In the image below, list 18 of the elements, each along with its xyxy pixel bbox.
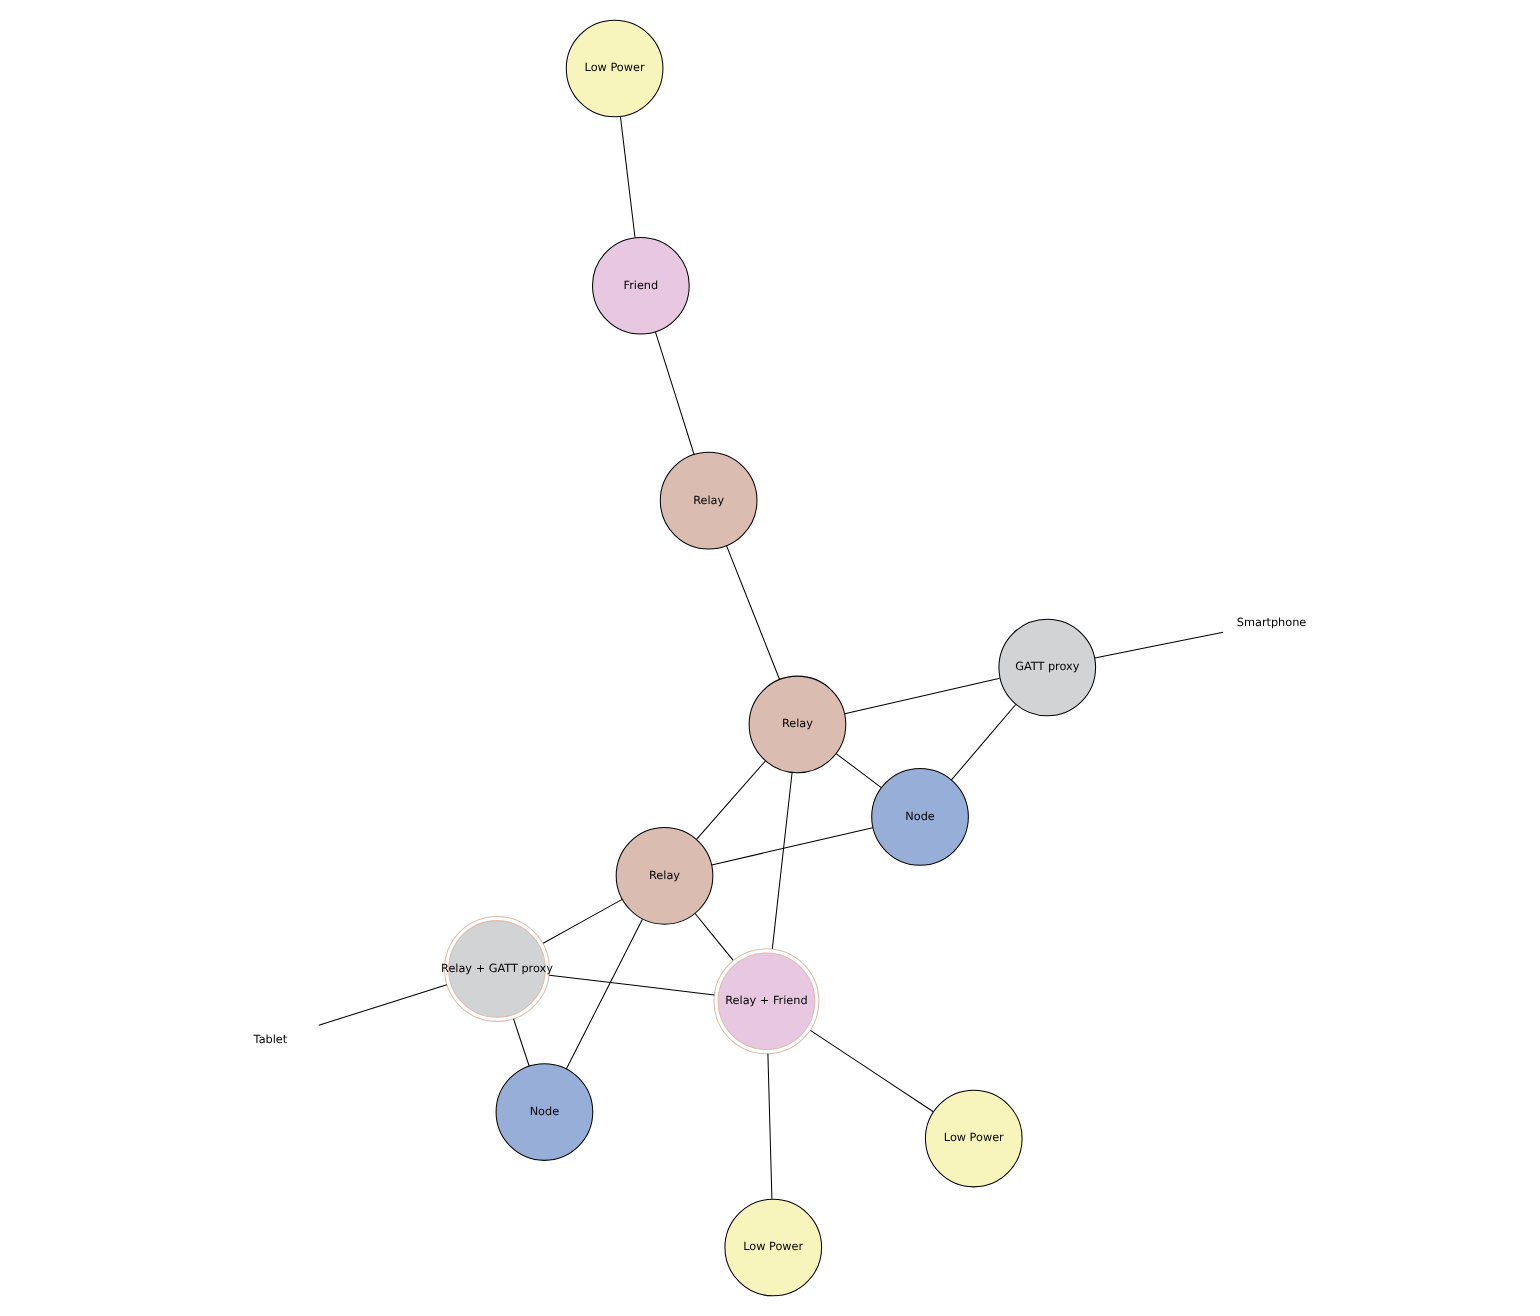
connector: [317, 984, 447, 1026]
connector: [547, 974, 714, 996]
connector: [695, 760, 765, 840]
connector: [564, 918, 642, 1070]
connector: [724, 545, 780, 680]
connector: [770, 772, 792, 950]
connector: [512, 1018, 529, 1067]
connector: [710, 827, 873, 866]
connector: [949, 704, 1016, 781]
connector: [808, 1029, 933, 1113]
connector: [834, 753, 881, 789]
connector: [541, 898, 622, 944]
connector: [766, 1053, 772, 1200]
connector: [618, 116, 635, 238]
connector: [693, 912, 733, 961]
connector: [843, 677, 1000, 715]
connector: [653, 331, 694, 456]
connector: [1093, 631, 1223, 659]
